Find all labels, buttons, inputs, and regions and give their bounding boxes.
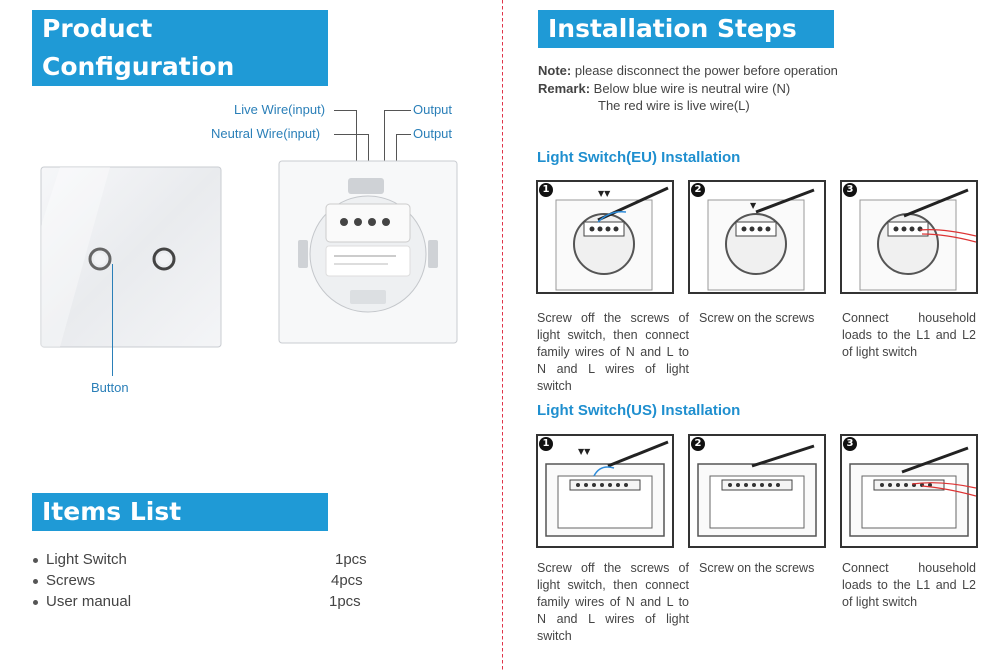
switch-front-panel [40, 166, 222, 348]
step-number-badge: 3 [843, 183, 857, 197]
us-section-title: Light Switch(US) Installation [537, 402, 741, 419]
remark-line: Remark: Below blue wire is neutral wire … [538, 81, 790, 96]
step-number-badge: 1 [539, 183, 553, 197]
us-step-3-illustration [849, 446, 976, 537]
button-label: Button [91, 380, 129, 395]
item-qty-1: 1pcs [335, 551, 367, 568]
out1-leader-h [384, 110, 411, 111]
eu-step-2: 2 ▼ [688, 180, 826, 294]
eu-caption-2: Screw on the screws [699, 311, 815, 325]
svg-text:▼: ▼ [750, 201, 757, 210]
step-number-badge: 3 [843, 437, 857, 451]
svg-text:▼▼: ▼▼ [598, 189, 611, 198]
item-name: Light Switch [46, 551, 127, 568]
us-caption-1: Screw off the screws of light switch, th… [537, 561, 689, 643]
bullet-icon [33, 557, 38, 563]
item-row-3: User manual [33, 593, 131, 610]
item-name: Screws [46, 572, 96, 589]
eu-section-title: Light Switch(EU) Installation [537, 149, 741, 166]
eu-caption-3: Connect household loads to the L1 and L2… [842, 311, 976, 359]
out2-leader-h [396, 134, 411, 135]
us-step-3: 3 [840, 434, 978, 548]
remark-label: Remark: [538, 81, 591, 96]
live-wire-label: Live Wire(input) [234, 102, 326, 117]
item-row-2: Screws [33, 572, 95, 589]
product-config-banner: Product Configuration [32, 10, 328, 86]
button-leader [112, 264, 113, 376]
output-label-2: Output [413, 126, 453, 141]
item-qty-3: 1pcs [329, 593, 361, 610]
column-divider [502, 0, 503, 671]
bullet-icon [33, 599, 38, 605]
item-row-1: Light Switch [33, 551, 127, 568]
eu-caption-1: Screw off the screws of light switch, th… [537, 311, 689, 393]
us-step-2-illustration [697, 444, 817, 537]
switch-back-panel [278, 160, 458, 344]
out1-leader-v [384, 110, 385, 192]
eu-step-2-illustration: ▼ [707, 188, 815, 291]
us-caption-3: Connect household loads to the L1 and L2… [842, 561, 976, 609]
us-step-2: 2 [688, 434, 826, 548]
note-label: Note: [538, 63, 572, 78]
svg-text:▼▼: ▼▼ [578, 447, 591, 456]
remark-line-2: The red wire is live wire(L) [598, 98, 750, 113]
output-label-1: Output [413, 102, 453, 117]
note-text: please disconnect the power before opera… [574, 63, 838, 78]
neutral-leader-h [334, 134, 368, 135]
bullet-icon [33, 578, 38, 584]
item-qty-2: 4pcs [331, 572, 363, 589]
note-line: Note: please disconnect the power before… [538, 63, 838, 78]
live-leader-h [334, 110, 356, 111]
us-caption-2: Screw on the screws [699, 561, 815, 575]
us-step-1-illustration: ▼▼ [545, 440, 669, 537]
step-number-badge: 1 [539, 437, 553, 451]
step-number-badge: 2 [691, 437, 705, 451]
eu-step-1-illustration: ▼▼ [555, 186, 669, 291]
us-step-1: 1 ▼▼ [536, 434, 674, 548]
eu-step-3-illustration [859, 188, 976, 291]
item-name: User manual [46, 593, 132, 610]
live-leader-v [356, 110, 357, 192]
step-number-badge: 2 [691, 183, 705, 197]
neutral-wire-label: Neutral Wire(input) [211, 126, 321, 141]
eu-step-1: 1 ▼▼ [536, 180, 674, 294]
installation-banner: Installation Steps [538, 10, 834, 48]
items-list-banner: Items List [32, 493, 328, 531]
remark-line1: Below blue wire is neutral wire (N) [593, 81, 791, 96]
eu-step-3: 3 [840, 180, 978, 294]
